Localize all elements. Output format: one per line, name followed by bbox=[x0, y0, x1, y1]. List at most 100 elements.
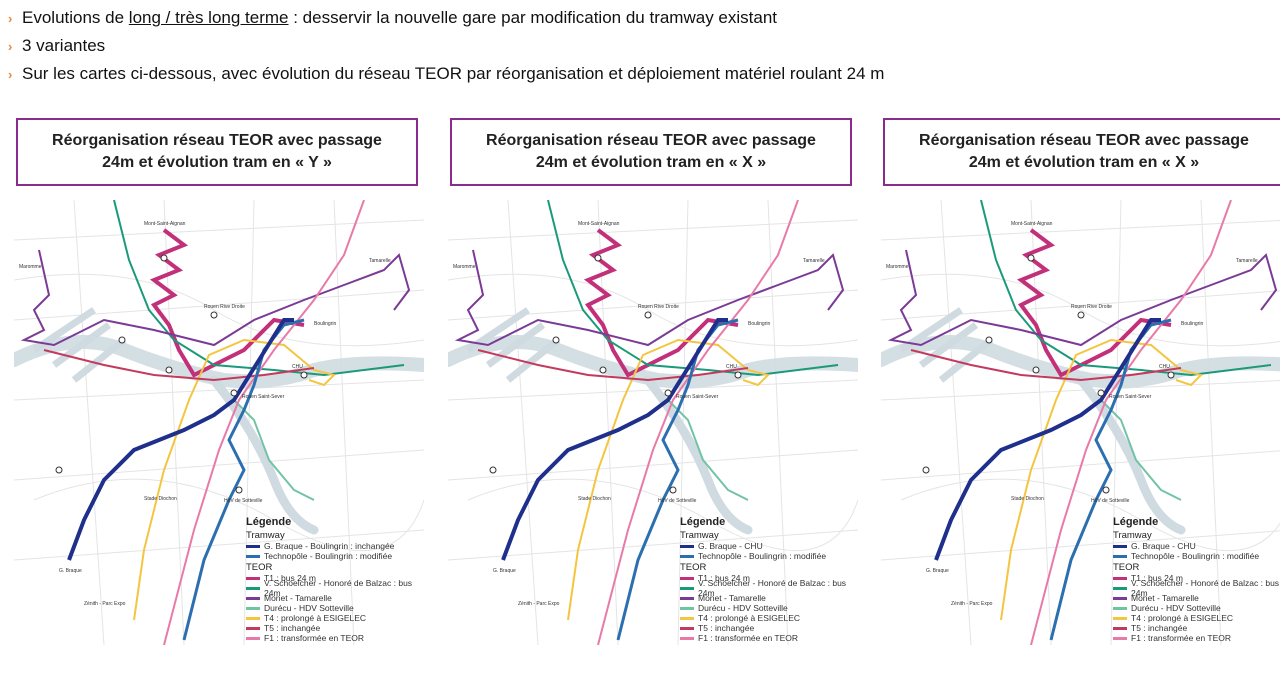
map-label-boulingrin: Boulingrin bbox=[1181, 321, 1203, 327]
map-label-rouen: Rouen Rive Droite bbox=[638, 304, 679, 310]
street-background bbox=[448, 200, 858, 645]
station-marker-saint bbox=[1032, 366, 1040, 374]
legend-teor-heading: TEOR bbox=[680, 562, 707, 573]
legend-teor-row-1: T1 : bus 24 m bbox=[246, 573, 424, 583]
station-marker-hdv bbox=[235, 486, 243, 494]
legend-tram-row-2: Technopôle - Boulingrin : modifiée bbox=[680, 551, 858, 561]
station-marker-west bbox=[118, 336, 126, 344]
bullet-list: › Evolutions de long / très long terme :… bbox=[8, 4, 1268, 88]
legend-teor-swatch bbox=[680, 636, 694, 640]
legend-tram-swatch bbox=[1113, 544, 1127, 548]
station-marker-west bbox=[552, 336, 560, 344]
legend-teor-label: T4 : prolongé à ESIGELEC bbox=[1131, 613, 1234, 623]
line-t2 bbox=[113, 200, 405, 377]
line-t1 bbox=[149, 228, 305, 378]
panel-title-line-2: 24m et évolution tram en « X » bbox=[968, 154, 1200, 171]
legend-teor-row-2: V. Schoelcher - Honoré de Balzac : bus 2… bbox=[246, 578, 424, 598]
legend-tram-heading: Tramway bbox=[246, 530, 285, 541]
map-label-stade: Stade Diochon bbox=[1011, 496, 1044, 502]
station-marker-mont bbox=[594, 254, 602, 262]
legend-teor-row-4: Durécu - HDV Sotteville bbox=[246, 603, 424, 613]
station-marker-saintsever bbox=[230, 389, 238, 397]
network-map: Mont-Saint-Aignan Maromme Boulingrin Rou… bbox=[448, 200, 858, 645]
bullet-item-1: › Evolutions de long / très long terme :… bbox=[8, 4, 1268, 32]
legend-teor-heading: TEOR bbox=[1113, 562, 1140, 573]
panel-title-line-2: 24m et évolution tram en « X » bbox=[535, 154, 767, 171]
line-t2 bbox=[547, 200, 839, 377]
bullet-1-text: Evolutions de long / très long terme : d… bbox=[22, 8, 778, 27]
panel-title-line-1: Réorganisation réseau TEOR avec passage bbox=[919, 132, 1249, 149]
legend-tram-label: G. Braque - CHU bbox=[1131, 541, 1196, 551]
legend-teor-label: Monet - Tamarelle bbox=[1131, 593, 1199, 603]
map-label-chu: CHU bbox=[726, 364, 737, 370]
map-label-saintsever: Rouen Saint-Sever bbox=[242, 394, 285, 400]
legend-teor-swatch bbox=[1113, 606, 1127, 610]
legend-teor-row-3: Monet - Tamarelle bbox=[1113, 593, 1280, 603]
map-label-tamarelle: Tamarelle bbox=[803, 258, 825, 264]
panel-title-line-2: 24m et évolution tram en « Y » bbox=[102, 154, 332, 171]
station-marker-south-west bbox=[55, 466, 63, 474]
legend-teor-swatch bbox=[246, 586, 260, 590]
legend-tram-row-1: G. Braque - CHU bbox=[1113, 541, 1280, 551]
legend-teor-row-7: F1 : transformée en TEOR bbox=[1113, 633, 1280, 643]
line-t4 bbox=[1000, 338, 1203, 621]
line-t1 bbox=[1016, 228, 1172, 378]
legend-title: Légende bbox=[680, 516, 726, 528]
legend-teor-swatch bbox=[680, 596, 694, 600]
legend-teor-swatch bbox=[246, 596, 260, 600]
legend-teor-row-6: T5 : inchangée bbox=[680, 623, 858, 633]
map-legend: Légende Tramway G. Braque - Boulingrin :… bbox=[246, 516, 424, 643]
legend-teor-row-7: F1 : transformée en TEOR bbox=[246, 633, 424, 643]
legend-teor-row-6: T5 : inchangée bbox=[246, 623, 424, 633]
map-label-rouen: Rouen Rive Droite bbox=[1071, 304, 1112, 310]
station-marker-west bbox=[985, 336, 993, 344]
map-label-gbraque: G. Braque bbox=[59, 568, 82, 574]
legend-tram-row-1: G. Braque - CHU bbox=[680, 541, 858, 551]
network-map: Mont-Saint-Aignan Maromme Boulingrin Rou… bbox=[14, 200, 424, 645]
legend-teor-label: Monet - Tamarelle bbox=[698, 593, 766, 603]
legend-teor-label: F1 : transformée en TEOR bbox=[698, 633, 798, 643]
variant-panel-1: Réorganisation réseau TEOR avec passage … bbox=[14, 118, 424, 648]
map-label-stade: Stade Diochon bbox=[144, 496, 177, 502]
map-label-mont: Mont-Saint-Aignan bbox=[1011, 221, 1053, 227]
legend-teor-label: T1 : bus 24 m bbox=[698, 573, 750, 583]
legend-teor-label: T4 : prolongé à ESIGELEC bbox=[698, 613, 801, 623]
station-marker-saintsever bbox=[664, 389, 672, 397]
legend-teor-row-3: Monet - Tamarelle bbox=[680, 593, 858, 603]
legend-teor-label: Monet - Tamarelle bbox=[264, 593, 332, 603]
line-tram-georges-braque bbox=[67, 318, 294, 561]
line-tram-georges-braque bbox=[501, 318, 728, 561]
line-t6 bbox=[667, 399, 749, 501]
legend-teor-row-7: F1 : transformée en TEOR bbox=[680, 633, 858, 643]
station-markers bbox=[489, 254, 742, 494]
line-t6 bbox=[1100, 399, 1182, 501]
map-label-saintsever: Rouen Saint-Sever bbox=[1109, 394, 1152, 400]
legend-teor-label: F1 : transformée en TEOR bbox=[1131, 633, 1231, 643]
map-label-mont: Mont-Saint-Aignan bbox=[578, 221, 620, 227]
legend-teor-swatch bbox=[680, 576, 694, 580]
map-label-zenith: Zénith - Parc Expo bbox=[518, 601, 560, 607]
map-label-chu: CHU bbox=[292, 364, 303, 370]
legend-teor-row-4: Durécu - HDV Sotteville bbox=[680, 603, 858, 613]
line-tram-georges-braque bbox=[934, 318, 1161, 561]
chevron-right-icon: › bbox=[8, 39, 13, 54]
legend-teor-row-5: T4 : prolongé à ESIGELEC bbox=[246, 613, 424, 623]
line-t4 bbox=[567, 338, 770, 621]
panel-title-box: Réorganisation réseau TEOR avec passage … bbox=[16, 118, 418, 186]
legend-teor-swatch bbox=[246, 606, 260, 610]
station-marker-rouen bbox=[1077, 311, 1085, 319]
station-marker-rouen bbox=[644, 311, 652, 319]
legend-teor-swatch bbox=[680, 626, 694, 630]
legend-teor-label: V. Schoelcher - Honoré de Balzac : bus 2… bbox=[264, 578, 413, 598]
legend-tram-swatch bbox=[246, 554, 260, 558]
legend-teor-label: T1 : bus 24 m bbox=[1131, 573, 1183, 583]
legend-title: Légende bbox=[1113, 516, 1159, 528]
map-label-maromme: Maromme bbox=[453, 264, 476, 270]
line-t5 bbox=[43, 349, 315, 382]
map-label-zenith: Zénith - Parc Expo bbox=[951, 601, 993, 607]
map-label-hdv: HdV de Sotteville bbox=[1091, 498, 1130, 504]
